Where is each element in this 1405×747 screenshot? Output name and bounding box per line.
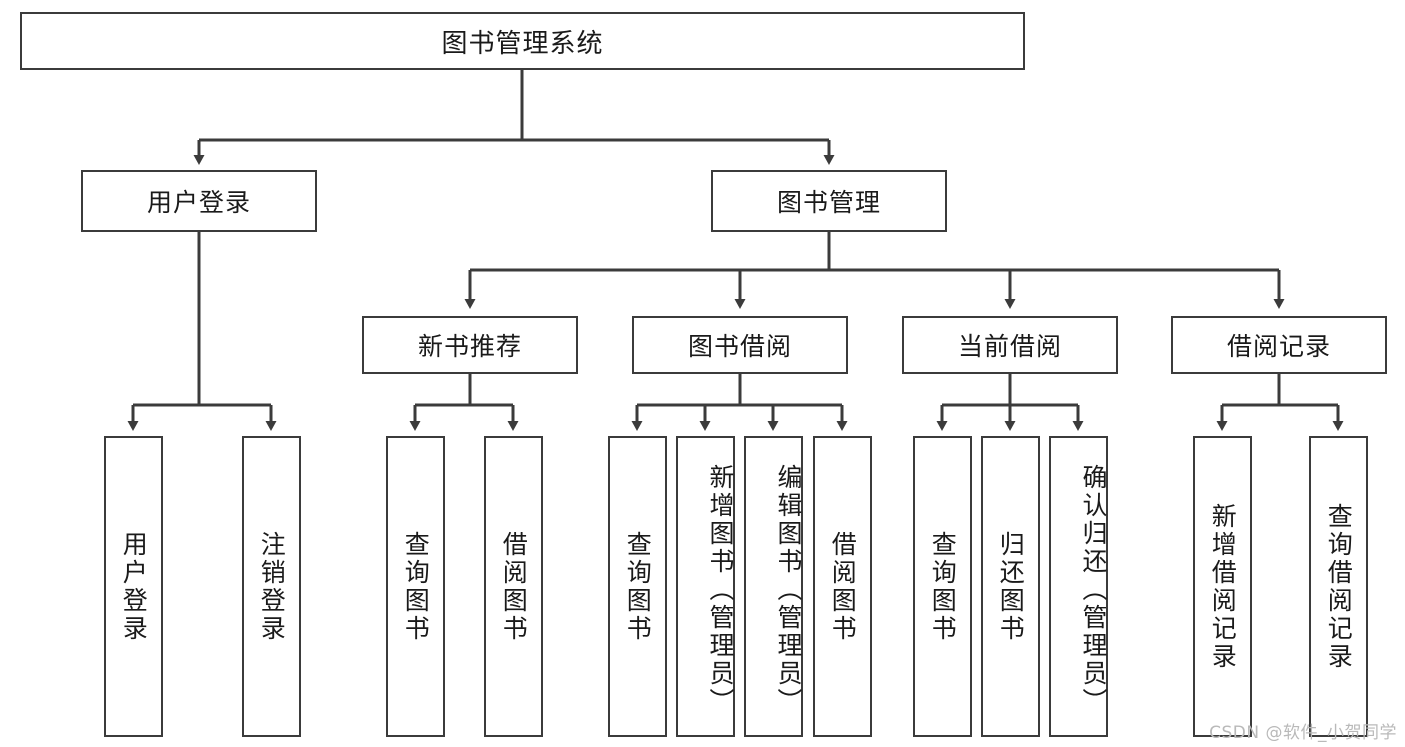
csdn-watermark: CSDN @软件_小贺同学 xyxy=(1209,723,1397,743)
leaf-borrow-edit-book-admin[interactable]: 编辑图书（管理员） xyxy=(744,436,803,737)
leaf-recommend-borrow-book[interactable]: 借阅图书 xyxy=(484,436,543,737)
node-current-borrow[interactable]: 当前借阅 xyxy=(902,316,1118,374)
leaf-borrow-add-book-admin[interactable]: 新增图书（管理员） xyxy=(676,436,735,737)
leaf-record-add-record[interactable]: 新增借阅记录 xyxy=(1193,436,1252,737)
leaf-recommend-query-book[interactable]: 查询图书 xyxy=(386,436,445,737)
node-book-borrow[interactable]: 图书借阅 xyxy=(632,316,848,374)
node-book-management[interactable]: 图书管理 xyxy=(711,170,947,232)
leaf-user-login-logout[interactable]: 注销登录 xyxy=(242,436,301,737)
leaf-user-login-login[interactable]: 用户登录 xyxy=(104,436,163,737)
leaf-borrow-query-book[interactable]: 查询图书 xyxy=(608,436,667,737)
leaf-current-confirm-return-admin[interactable]: 确认归还（管理员） xyxy=(1049,436,1108,737)
leaf-borrow-borrow-book[interactable]: 借阅图书 xyxy=(813,436,872,737)
node-new-book-recommend[interactable]: 新书推荐 xyxy=(362,316,578,374)
node-borrow-record[interactable]: 借阅记录 xyxy=(1171,316,1387,374)
node-root-system[interactable]: 图书管理系统 xyxy=(20,12,1025,70)
leaf-current-query-book[interactable]: 查询图书 xyxy=(913,436,972,737)
leaf-current-return-book[interactable]: 归还图书 xyxy=(981,436,1040,737)
leaf-record-query-record[interactable]: 查询借阅记录 xyxy=(1309,436,1368,737)
node-user-login[interactable]: 用户登录 xyxy=(81,170,317,232)
